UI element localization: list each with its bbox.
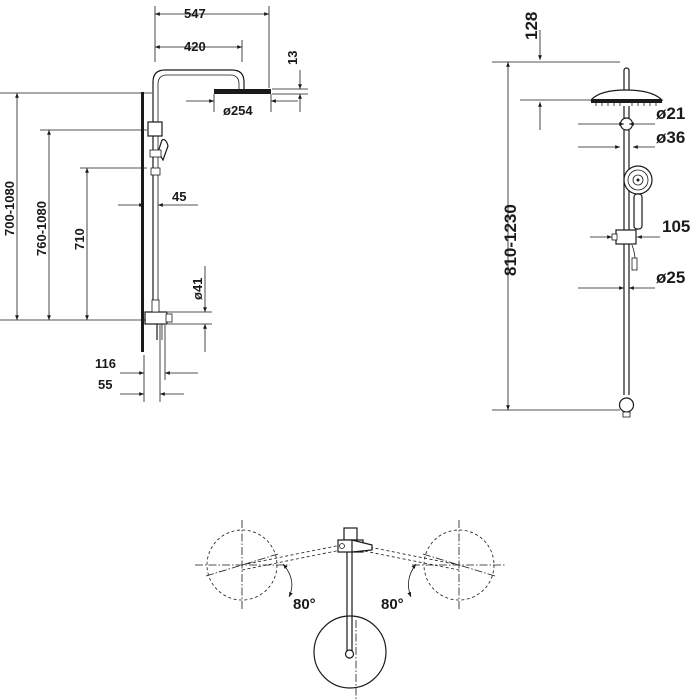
dim-overall-range: 810-1230 [501,204,520,276]
dim-head-thickness: 13 [285,51,300,65]
front-shower-head [589,89,664,101]
plan-head-circle [313,615,387,689]
wall [141,92,144,352]
side-dimension-lines [0,6,308,402]
dim-overall-reach: 547 [184,6,206,21]
dim-range-b: 760-1080 [34,201,49,256]
front-dimension-lines [492,30,660,411]
dim-arm-reach: 420 [184,39,206,54]
side-view: 547 420 13 ø254 700-1080 760-1080 710 45… [0,6,308,402]
plan-mount [337,527,373,553]
dim-lower-height: 710 [72,228,87,250]
angle-left: 80° [293,596,316,613]
dim-collar: ø36 [656,128,685,147]
front-hand-shower [623,165,653,230]
dim-valve-diameter: ø41 [190,278,205,300]
side-valve [144,311,168,325]
plan-arc-left [282,563,293,598]
dim-outlet-offset: 55 [98,377,112,392]
side-shower-head [214,89,271,94]
front-view: 128 810-1230 ø21 ø36 105 ø25 [492,12,690,418]
plan-view: 80° 80° [195,520,506,700]
side-hand-shower [157,139,169,162]
side-clamp [147,121,163,137]
dim-upper-pipe: ø21 [656,104,685,123]
side-riser [144,69,271,340]
front-riser [589,67,664,418]
plan-arc-right [407,563,417,598]
front-bracket [615,229,637,245]
dim-bracket-width: 105 [662,217,690,236]
dim-valve-projection: 116 [95,356,116,371]
front-valve [618,397,635,413]
dim-head-diameter: ø254 [223,103,253,118]
dim-lower-pipe: ø25 [656,268,685,287]
angle-right: 80° [381,596,404,613]
dim-wall-offset: 45 [172,189,186,204]
dim-top-gap: 128 [522,12,541,40]
dim-range-a: 700-1080 [2,181,17,236]
